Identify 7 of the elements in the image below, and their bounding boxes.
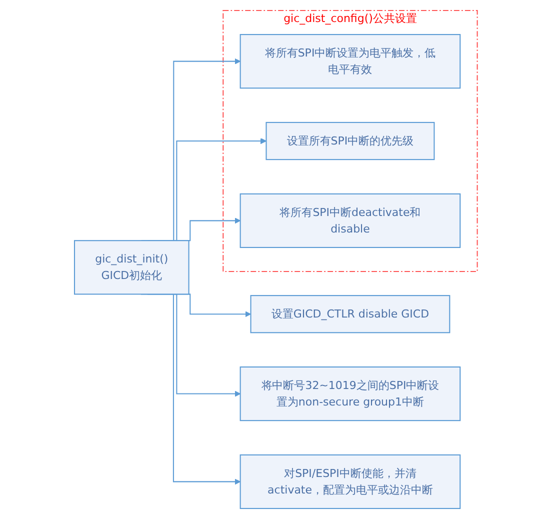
node-box: 设置GICD_CTLR disable GICD (250, 295, 450, 334)
node-box: 将所有SPI中断deactivate和disable (239, 193, 460, 248)
node-box: 将所有SPI中断设置为电平触发，低电平有效 (239, 34, 460, 89)
node-box: 将中断号32~1019之间的SPI中断设置为non-secure group1中断 (239, 366, 460, 422)
node-box: 对SPI/ESPI中断使能，并清activate，配置为电平或边沿中断 (239, 454, 460, 509)
node-box: 设置所有SPI中断的优先级 (265, 122, 434, 160)
node-box: gic_dist_init() GICD初始化 (74, 240, 189, 295)
